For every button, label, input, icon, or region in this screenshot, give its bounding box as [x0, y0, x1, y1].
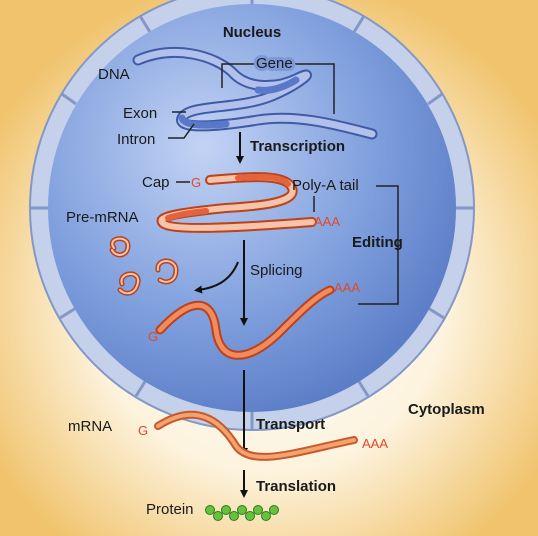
- pre-mrna-label: Pre-mRNA: [66, 209, 139, 226]
- transport-label: Transport: [256, 416, 325, 433]
- mrna-label: mRNA: [68, 418, 112, 435]
- mrna-aaa-label: AAA: [362, 436, 388, 451]
- protein-label: Protein: [146, 501, 194, 518]
- splicing-curve-arrow: [194, 261, 239, 294]
- protein-chain: [205, 505, 279, 521]
- splicing-label: Splicing: [250, 262, 303, 279]
- cytoplasm-label: Cytoplasm: [408, 401, 485, 418]
- editing-bracket: [358, 185, 399, 305]
- poly-a-tail-label: Poly-A tail: [292, 177, 359, 194]
- cap-g-label: G: [191, 175, 201, 190]
- dna-strand: [132, 46, 378, 140]
- spliced-aaa-label: AAA: [334, 280, 360, 295]
- transcription-label: Transcription: [250, 138, 345, 155]
- nuclear-pores: [30, 0, 474, 430]
- exon-label: Exon: [123, 105, 157, 122]
- spliced-g-label: G: [148, 329, 158, 344]
- gene-bracket: [221, 63, 335, 114]
- translation-label: Translation: [256, 478, 336, 495]
- intron-label: Intron: [117, 131, 155, 148]
- dna-label: DNA: [98, 66, 130, 83]
- exon-segment: [178, 114, 230, 129]
- pre-mrna-strand: [156, 172, 317, 233]
- editing-label: Editing: [352, 234, 403, 251]
- gene-label: Gene: [256, 55, 293, 72]
- pre-mrna-aaa-label: AAA: [314, 214, 340, 229]
- cap-label: Cap: [142, 174, 170, 191]
- nucleus-label: Nucleus: [223, 24, 281, 41]
- mrna-g-label: G: [138, 423, 148, 438]
